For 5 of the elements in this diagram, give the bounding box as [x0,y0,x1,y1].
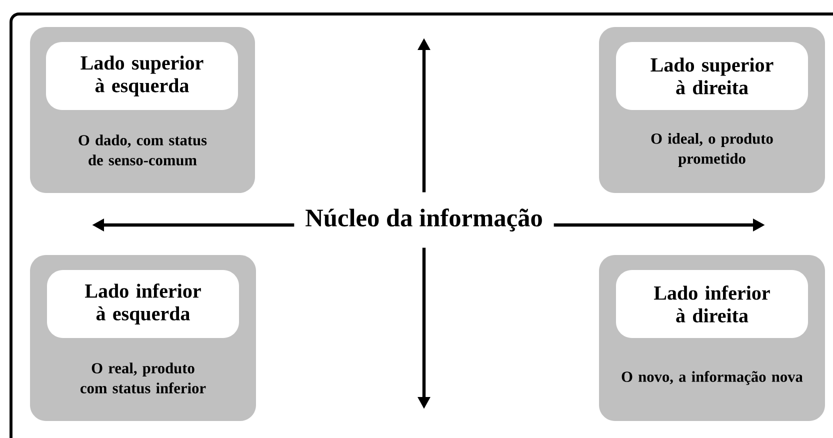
center-label: Núcleo da informação [306,208,542,232]
heading-box: Lado inferior à esquerda [47,270,239,338]
heading-box: Lado superior à esquerda [46,42,238,110]
heading-box: Lado inferior à direita [616,270,808,338]
heading-box: Lado superior à direita [616,42,808,110]
